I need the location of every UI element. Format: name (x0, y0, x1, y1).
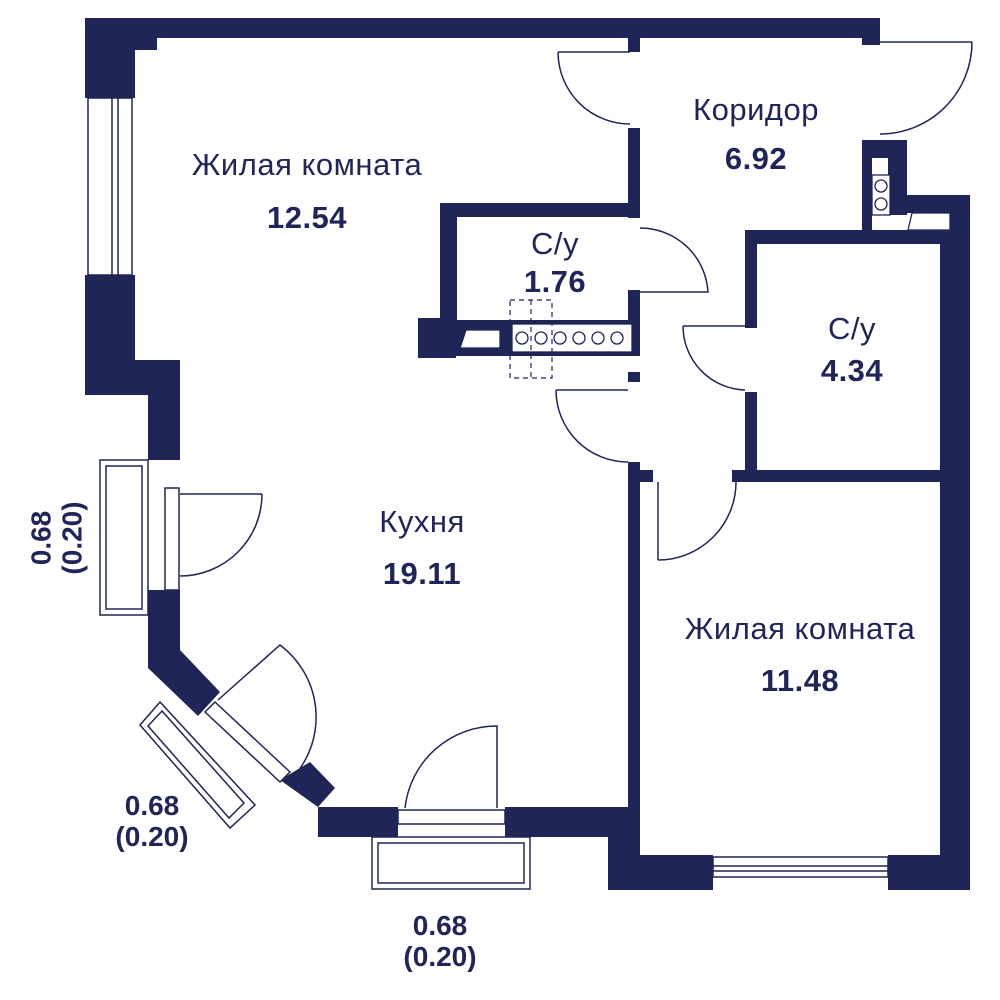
corridor-area: 6.92 (724, 141, 788, 176)
balcony-diagonal-area-reduced: (0.20) (115, 821, 189, 853)
corridor-name: Коридор (693, 92, 819, 127)
balcony-diagonal-area: 0.68 (124, 790, 180, 821)
living-room-1-name: Жилая комната (191, 147, 423, 182)
bathroom-2-name: С/у (828, 311, 876, 346)
balcony-bottom-area: 0.68 (412, 910, 468, 941)
balcony-bottom-label: 0.68 (0.20) (403, 910, 476, 973)
living-room-2-area: 11.48 (760, 663, 840, 698)
balcony-left-area: 0.68 (25, 510, 57, 566)
balcony-left-area-reduced: (0.20) (57, 501, 88, 575)
kitchen-area: 19.11 (382, 556, 462, 591)
balcony-diagonal-label: 0.68 (0.20) (115, 790, 188, 853)
doors (179, 41, 973, 809)
bathroom-1-name: С/у (531, 226, 579, 261)
balcony-door-frames (164, 487, 506, 825)
kitchen-name: Кухня (379, 504, 465, 539)
bathroom-1-area: 1.76 (523, 264, 587, 299)
living-room-2-name: Жилая комната (684, 611, 916, 646)
bathroom-2-area: 4.34 (820, 353, 884, 388)
balconies (99, 459, 531, 890)
ventilation-shaft (509, 299, 553, 379)
plumbing-fixtures (459, 174, 951, 353)
balcony-left-label: 0.68 (0.20) (26, 501, 89, 574)
living-room-1-area: 12.54 (266, 200, 348, 235)
balcony-bottom-area-reduced: (0.20) (403, 941, 477, 973)
windows (87, 97, 889, 878)
exterior-walls (85, 18, 970, 890)
